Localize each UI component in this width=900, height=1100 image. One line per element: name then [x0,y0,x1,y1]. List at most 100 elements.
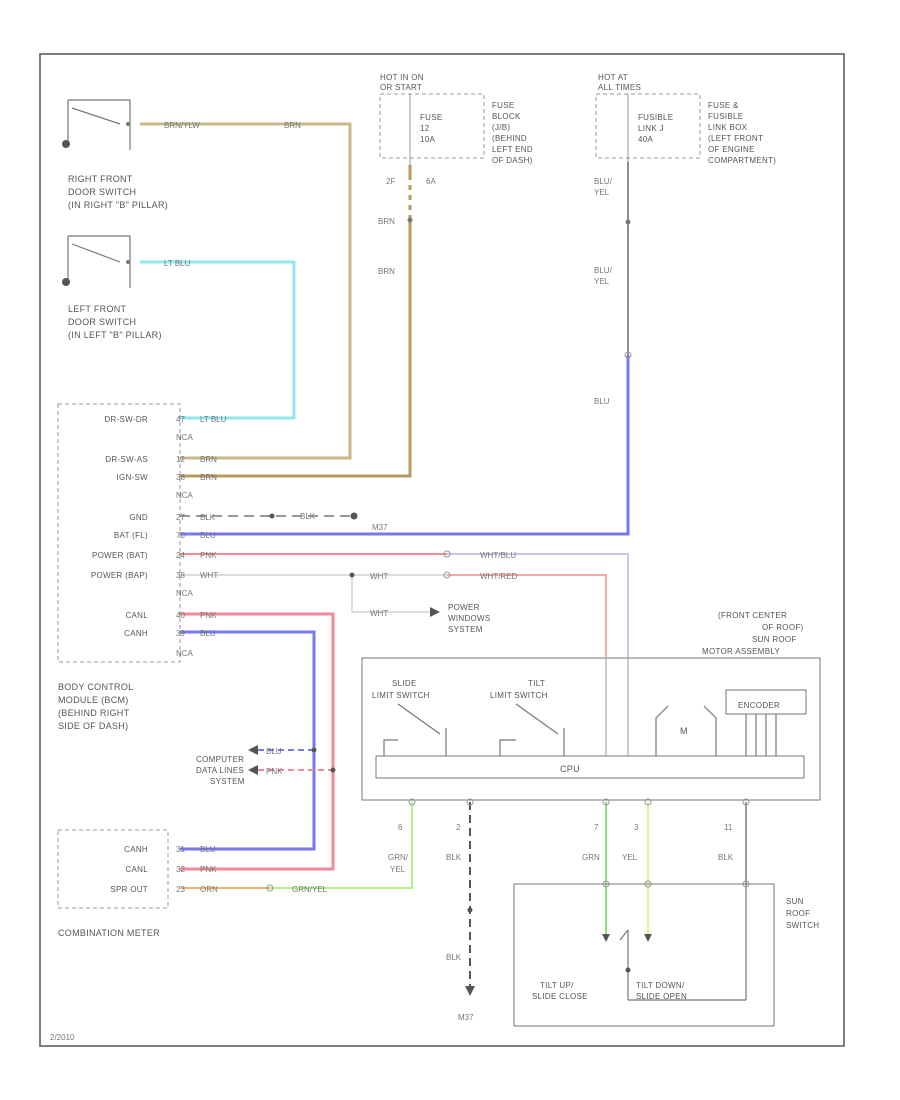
sunroof-motor-assembly-box [361,657,821,801]
sunroof-assy-2: OF ROOF) [762,623,804,632]
pw-label-3: SYSTEM [448,625,483,634]
meter-pin-number-0: 31 [176,845,185,854]
bcm-pin-number-2: 12 [176,455,185,464]
bcm-pin-wire-7: PNK [200,551,217,560]
rf-switch-label-2: DOOR SWITCH [68,187,136,197]
fuse2-3: 40A [638,135,653,144]
fuse-block-4: (BEHIND [492,134,527,143]
diagram-frame [39,53,845,1047]
wire-canl [180,612,335,871]
sunroof-assy-4: MOTOR ASSEMBLY [702,647,781,656]
fuse1-3: 10A [420,135,435,144]
bcm-pin-wire-6: BLU [200,531,216,540]
bcm-pin-wire-0: LT BLU [200,415,227,424]
bcm-pin-wire-10: PNK [200,611,217,620]
wire-wht-pw [351,575,430,613]
bcm-pin-number-4: NCA [176,491,194,500]
meter-pin-wire-2: ORN [200,885,218,894]
meter-label: COMBINATION METER [58,928,160,938]
bcm-pin-number-0: 47 [176,415,185,424]
wire-label-blk-gnd: BLK [300,512,316,521]
wire-label-blk-2: BLK [446,853,462,862]
rf-switch-label-3: (IN RIGHT "B" PILLAR) [68,200,168,210]
bcm-pin-number-7: 24 [176,551,185,560]
wire-label-blu-ylw-2a: BLU/ [594,266,613,275]
sr-pin-11: 11 [724,823,733,832]
bcm-pin-number-5: 27 [176,513,185,522]
wire-brn-ign [180,165,412,478]
fuse-box-3: LINK BOX [708,123,748,132]
wire-label-brn-2: BRN [378,217,395,226]
fuse-box-4: (LEFT FRONT [708,134,763,143]
sunroof-sw-3: SWITCH [786,921,819,930]
fuse-block-2: BLOCK [492,112,521,121]
sr-pin-6: 6 [398,823,403,832]
pin-2f: 2F [386,177,395,186]
wire-label-ltblu: LT BLU [164,259,191,268]
wire-grn-ylw-spd [270,802,413,889]
hot-batt-1: HOT AT [598,73,628,82]
wire-canh [180,630,316,851]
slide-sw-2: LIMIT SWITCH [372,691,430,700]
bcm-pin-number-10: 40 [176,611,185,620]
wire-lt-blu-lf [140,260,296,420]
bcm-pin-wire-11: BLU [200,629,216,638]
computer-label-2: DATA LINES [196,766,244,775]
sunroof-sw-2: ROOF [786,909,810,918]
meter-pin-number-1: 32 [176,865,185,874]
motor-label: M [680,726,688,736]
left-front-door-switch [62,235,131,288]
wire-label-grnylw-meter: GRN/YEL [292,885,328,894]
ground-label: M37 [458,1013,474,1022]
bcm-label-3: (BEHIND RIGHT [58,708,130,718]
fuse2-1: FUSIBLE [638,113,673,122]
bcm-pin-name-5: GND [129,513,148,522]
meter-pin-name-2: SPR OUT [110,885,148,894]
wire-wht-blu [447,553,629,655]
wire-label-blk-11: BLK [718,853,734,862]
pw-label-1: POWER [448,603,480,612]
bcm-pin-name-0: DR-SW-DR [104,415,148,424]
meter-pin-name-1: CANL [125,865,148,874]
sunroof-motor: M [655,705,717,756]
wire-label-whtred: WHT/RED [480,572,518,581]
bcm-pin-name-3: IGN-SW [116,473,148,482]
sr-pin-7: 7 [594,823,599,832]
bcm-pin-wire-5: BLK [200,513,216,522]
wire-label-wht-1: WHT [370,572,388,581]
sunroof-sw-1: SUN [786,897,804,906]
wire-label-wht-2: WHT [370,609,388,618]
hot-batt-2: ALL TIMES [598,83,641,92]
hot-ign-1: HOT IN ON [380,73,424,82]
wire-label-brn-1: BRN [284,121,301,130]
bcm-label-2: MODULE (BCM) [58,695,129,705]
fuse-block-5: LEFT END [492,145,533,154]
rf-switch-label-1: RIGHT FRONT [68,174,133,184]
sunroof-assy-1: (FRONT CENTER [718,611,787,620]
wire-brn-ylw-rf [140,122,352,460]
bcm-pin-wire-2: BRN [200,455,217,464]
lf-switch-label-3: (IN LEFT "B" PILLAR) [68,330,162,340]
wire-label-blu-can: BLU [266,747,282,756]
tilt-sw-2: LIMIT SWITCH [490,691,548,700]
encoder-label: ENCODER [738,701,780,710]
fuse-box-2: FUSIBLE [708,112,743,121]
hot-ign-2: OR START [380,83,422,92]
fuse-block-3: (J/B) [492,123,510,132]
bcm-pin-number-3: 38 [176,473,185,482]
bcm-pin-name-7: POWER (BAT) [92,551,148,560]
bcm-label-1: BODY CONTROL [58,682,133,692]
bcm-pin-number-6: 70 [176,531,185,540]
meter-pin-wire-0: BLU [200,845,216,854]
bcm-pin-number-1: NCA [176,433,194,442]
meter-pin-name-0: CANH [124,845,148,854]
sr-pin-2: 2 [456,823,461,832]
bcm-pin-wire-3: BRN [200,473,217,482]
cpu-box [375,755,805,779]
fuse-box-6: COMPARTMENT) [708,156,776,165]
bcm-box [57,403,181,663]
fuse-box-5: OF ENGINE [708,145,755,154]
wire-label-grn-ylw-a: GRN/ [388,853,409,862]
fuse1-1: FUSE [420,113,443,122]
